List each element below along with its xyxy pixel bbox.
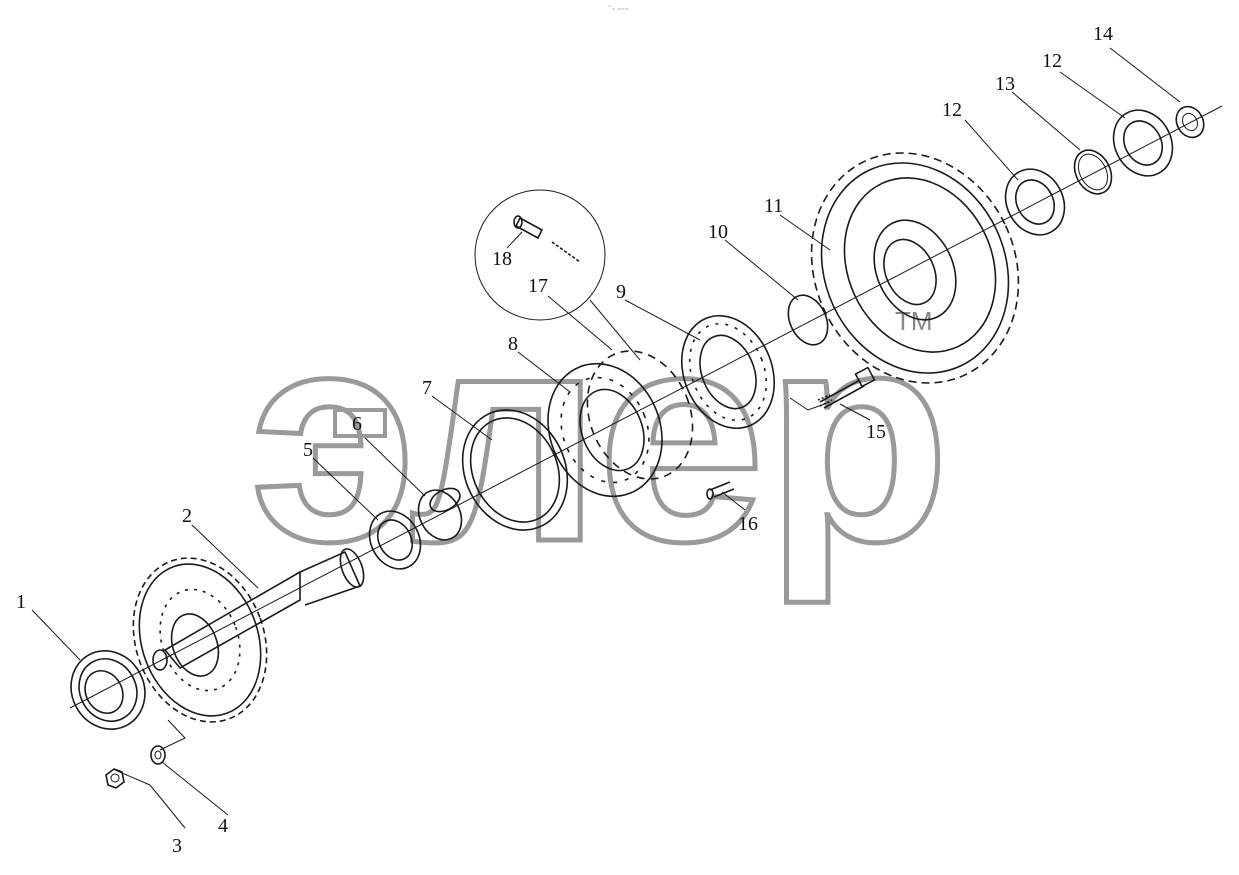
part-1-bearing bbox=[70, 650, 146, 730]
callout-6-box bbox=[333, 408, 387, 438]
detail-circle bbox=[474, 189, 641, 361]
part-14-ring bbox=[1175, 105, 1205, 139]
part-17-spring-detail bbox=[551, 241, 581, 263]
part-4-washer bbox=[150, 745, 166, 765]
callout-12a: 12 bbox=[942, 99, 962, 121]
callout-12b: 12 bbox=[1042, 50, 1062, 72]
callout-3: 3 bbox=[172, 835, 182, 857]
part-15-bolt bbox=[817, 366, 876, 409]
callout-5: 5 bbox=[303, 439, 313, 461]
callout-2: 2 bbox=[182, 505, 192, 527]
callout-1: 1 bbox=[16, 591, 26, 613]
leader-lines bbox=[31, 47, 1181, 829]
callout-18: 18 bbox=[492, 248, 512, 270]
callout-15: 15 bbox=[866, 421, 886, 443]
part-11-large-gear bbox=[810, 152, 1020, 384]
assembly-axis bbox=[69, 105, 1223, 709]
callout-9: 9 bbox=[616, 281, 626, 303]
part-2-gear-shaft bbox=[132, 548, 365, 723]
callout-16: 16 bbox=[738, 513, 758, 535]
part-7-ring bbox=[461, 409, 569, 531]
part-9-plate bbox=[680, 314, 776, 430]
part-12-bearing-b bbox=[1112, 109, 1174, 177]
callout-8: 8 bbox=[508, 333, 518, 355]
part-12-bearing-a bbox=[1004, 168, 1066, 236]
callout-11: 11 bbox=[764, 195, 783, 217]
part-10-snap-ring bbox=[787, 294, 829, 346]
callout-14: 14 bbox=[1093, 23, 1113, 45]
part-6-bushing bbox=[417, 487, 463, 541]
part-5-bearing bbox=[368, 510, 422, 570]
header-mark: ⁼₌ ₌₌₌ bbox=[608, 4, 629, 12]
part-18-pin-detail bbox=[513, 215, 544, 240]
part-3-nut bbox=[105, 768, 125, 789]
callout-13: 13 bbox=[995, 73, 1015, 95]
callout-6: 6 bbox=[352, 413, 362, 435]
callout-17: 17 bbox=[528, 275, 548, 297]
callout-labels: 1 2 3 4 5 6 7 8 9 10 11 12 12 13 14 15 1… bbox=[16, 23, 1113, 857]
part-8-clutch-drum bbox=[547, 350, 694, 498]
callout-10: 10 bbox=[708, 221, 728, 243]
callout-4: 4 bbox=[218, 815, 228, 837]
callout-7: 7 bbox=[422, 377, 432, 399]
part-13-o-ring bbox=[1073, 149, 1113, 195]
